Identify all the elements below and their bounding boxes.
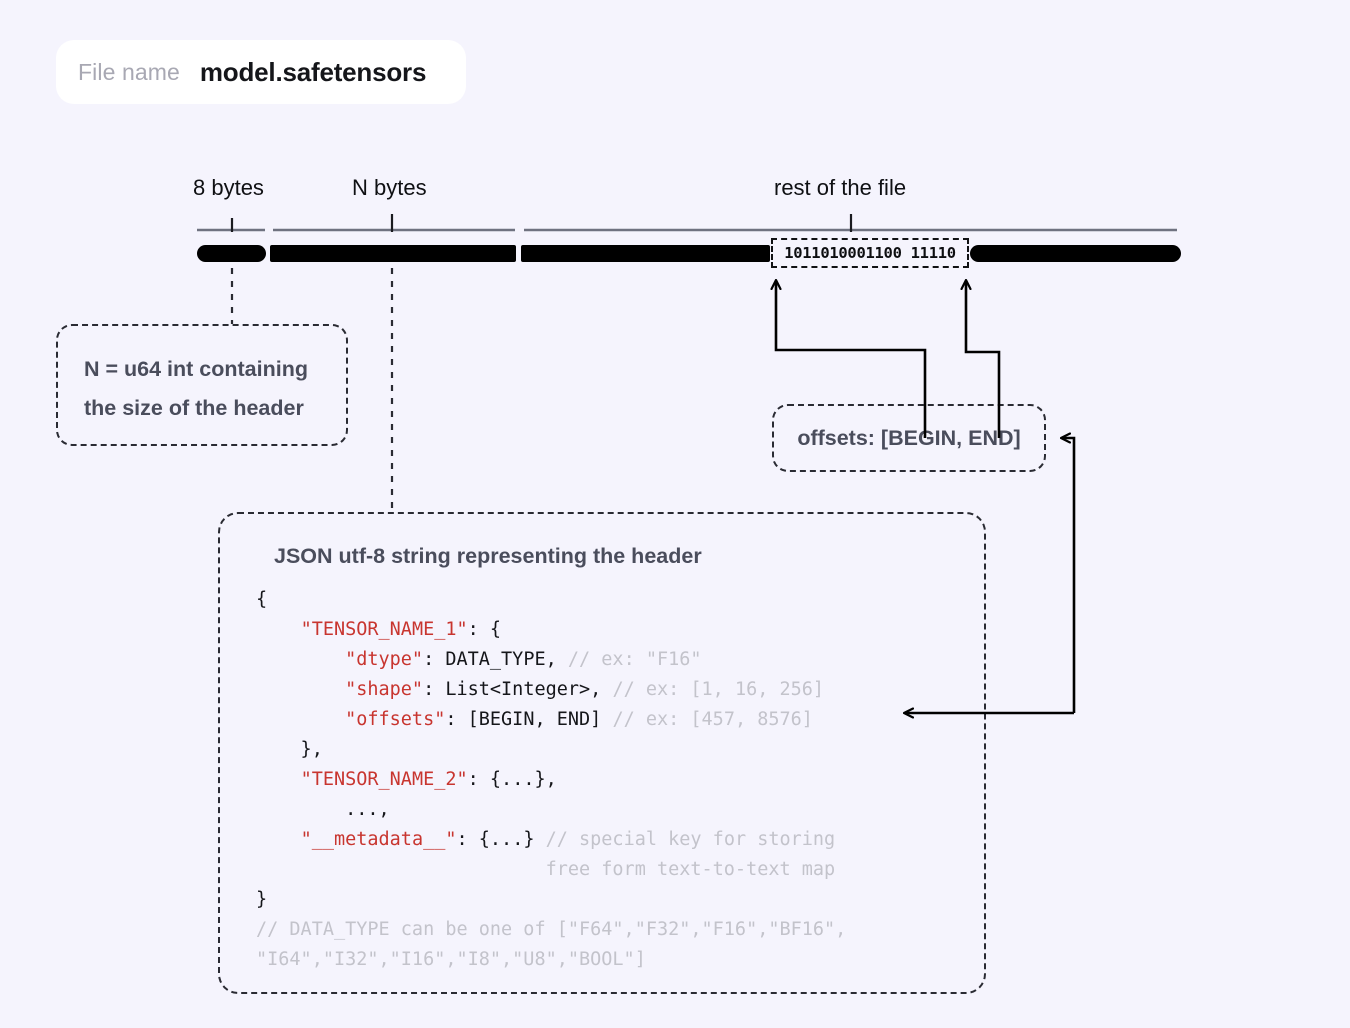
json-code-block: { "TENSOR_NAME_1": { "dtype": DATA_TYPE,… bbox=[256, 585, 956, 975]
json-key: "offsets" bbox=[345, 709, 446, 730]
code-line: "__metadata__": {...} // special key for… bbox=[256, 825, 956, 855]
json-text bbox=[256, 619, 301, 640]
json-key: "__metadata__" bbox=[300, 829, 457, 850]
filename-pill: File name model.safetensors bbox=[56, 40, 466, 104]
json-text: : {...} bbox=[456, 829, 546, 850]
json-comment: // ex: [1, 16, 256] bbox=[612, 679, 825, 700]
json-key: "TENSOR_NAME_2" bbox=[300, 769, 468, 790]
json-key: "TENSOR_NAME_1" bbox=[300, 619, 468, 640]
filename-value: model.safetensors bbox=[199, 56, 427, 87]
json-text: { bbox=[256, 589, 268, 610]
json-text: : [BEGIN, END] bbox=[445, 709, 613, 730]
json-text: : List<Integer>, bbox=[423, 679, 613, 700]
code-line: ..., bbox=[256, 795, 956, 825]
code-line: // DATA_TYPE can be one of ["F64","F32",… bbox=[256, 915, 956, 945]
file-bar bbox=[197, 245, 1181, 262]
code-line: "dtype": DATA_TYPE, // ex: "F16" bbox=[256, 645, 956, 675]
code-line: { bbox=[256, 585, 956, 615]
ruler-label-n-bytes: N bytes bbox=[352, 175, 427, 200]
note-offsets-text: offsets: [BEGIN, END] bbox=[797, 425, 1021, 450]
json-comment: free form text-to-text map bbox=[256, 859, 836, 880]
json-comment: // special key for storing bbox=[545, 829, 836, 850]
json-comment: "I64","I32","I16","I8","U8","BOOL"] bbox=[256, 949, 646, 970]
code-line: "shape": List<Integer>, // ex: [1, 16, 2… bbox=[256, 675, 956, 705]
json-text bbox=[256, 829, 301, 850]
json-panel-title: JSON utf-8 string representing the heade… bbox=[274, 544, 702, 568]
binary-sample-chip: 1011010001100 11110 bbox=[771, 238, 969, 268]
json-text bbox=[256, 679, 345, 700]
json-comment: // ex: "F16" bbox=[567, 649, 702, 670]
filename-label: File name bbox=[78, 58, 180, 85]
json-text bbox=[256, 769, 301, 790]
json-text bbox=[256, 709, 345, 730]
json-text: ..., bbox=[256, 799, 390, 820]
code-line: }, bbox=[256, 735, 956, 765]
json-comment: // ex: [457, 8576] bbox=[612, 709, 813, 730]
note-header-size-line-2: the size of the header bbox=[84, 396, 304, 420]
ruler-label-8-bytes: 8 bytes bbox=[193, 175, 264, 200]
note-header-size: N = u64 int containing the size of the h… bbox=[56, 324, 348, 446]
json-key: "dtype" bbox=[345, 649, 424, 670]
json-text: : {...}, bbox=[467, 769, 557, 790]
json-text bbox=[256, 649, 345, 670]
code-line: "offsets": [BEGIN, END] // ex: [457, 857… bbox=[256, 705, 956, 735]
json-text: } bbox=[256, 889, 268, 910]
json-header-panel: JSON utf-8 string representing the heade… bbox=[218, 512, 986, 994]
json-text: : DATA_TYPE, bbox=[423, 649, 568, 670]
note-header-size-line-1: N = u64 int containing bbox=[84, 357, 308, 381]
json-comment: // DATA_TYPE can be one of ["F64","F32",… bbox=[256, 919, 847, 940]
json-text: }, bbox=[256, 739, 323, 760]
binary-sample-value: 1011010001100 11110 bbox=[784, 244, 956, 262]
note-offsets: offsets: [BEGIN, END] bbox=[772, 404, 1046, 472]
code-line: free form text-to-text map bbox=[256, 855, 956, 885]
code-line: "I64","I32","I16","I8","U8","BOOL"] bbox=[256, 945, 956, 975]
code-line: "TENSOR_NAME_2": {...}, bbox=[256, 765, 956, 795]
ruler-label-rest-of-file: rest of the file bbox=[774, 175, 907, 200]
json-key: "shape" bbox=[345, 679, 424, 700]
ruler-ticks bbox=[230, 214, 853, 232]
code-line: "TENSOR_NAME_1": { bbox=[256, 615, 956, 645]
code-line: } bbox=[256, 885, 956, 915]
json-text: : { bbox=[467, 619, 502, 640]
